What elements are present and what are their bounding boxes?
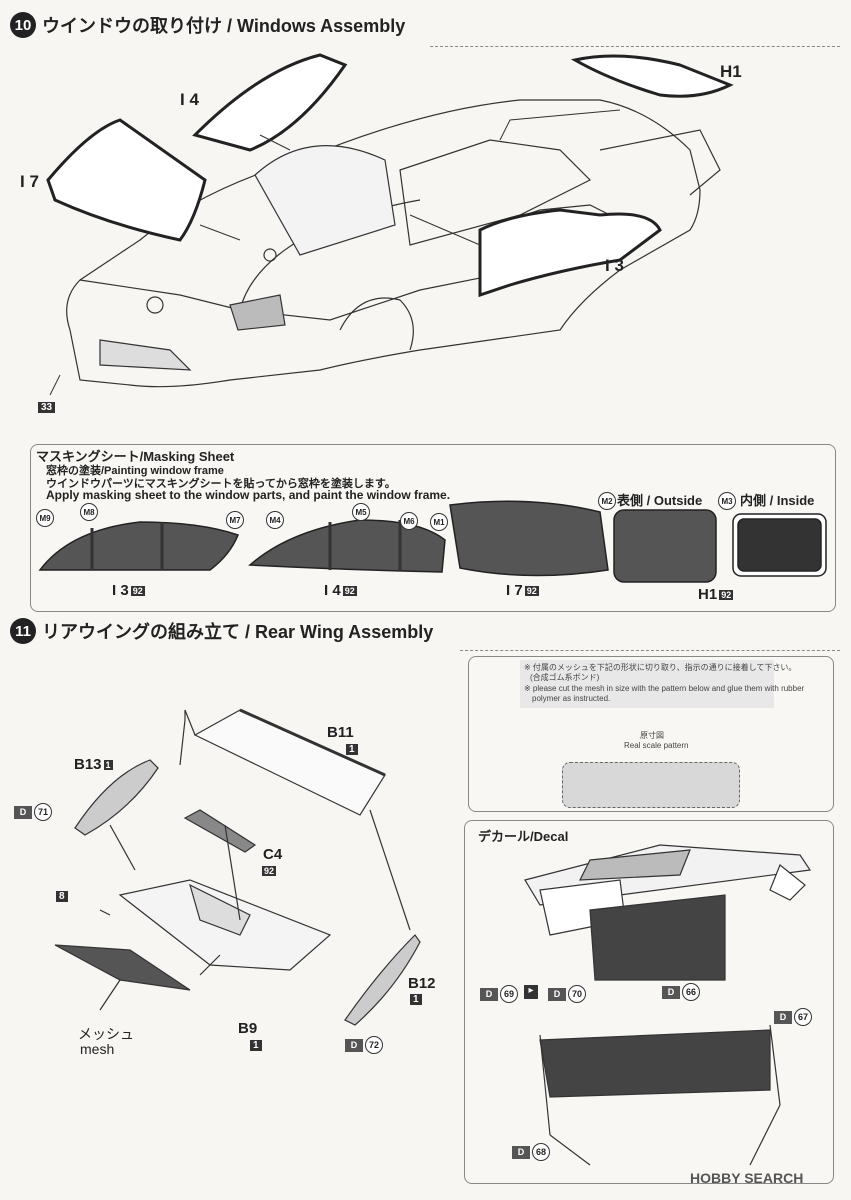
mask-tag-m8: M8 <box>80 503 98 521</box>
mesh-label-jp: メッシュ <box>78 1026 134 1042</box>
masking-shapes <box>38 500 827 583</box>
part-b9-count: 1 <box>250 1040 262 1051</box>
decal-title: デカール/Decal <box>478 829 569 844</box>
step11-divider <box>460 650 840 651</box>
mesh-pattern <box>562 762 740 808</box>
part-c4: C4 <box>263 846 283 863</box>
mask-tag-m7: M7 <box>226 511 244 529</box>
step11-title: リアウイングの組み立て / Rear Wing Assembly <box>42 622 434 642</box>
decal-pair-icon: ▸ <box>524 985 538 999</box>
part-label-h1: H1 <box>720 62 742 81</box>
step10-title: ウインドウの取り付け / Windows Assembly <box>42 16 406 36</box>
part-c4-count: 92 <box>262 866 277 876</box>
mask-tag-m6: M6 <box>400 512 418 530</box>
masking-sheet-title: マスキングシート/Masking Sheet <box>36 449 235 464</box>
part-label-i4: I 4 <box>180 90 199 109</box>
mask-tag-m9: M9 <box>36 509 54 527</box>
decal-wing-drawing <box>524 844 812 1166</box>
mask-tag-m5: M5 <box>352 503 370 521</box>
step10-number: 10 <box>10 12 36 38</box>
step11-number: 11 <box>10 618 36 644</box>
part-b9: B9 <box>238 1020 258 1037</box>
part-label-i7: I 7 <box>20 172 39 191</box>
part-8: 8 <box>56 891 68 902</box>
masking-line2: ウインドウパーツにマスキングシートを貼ってから窓枠を塗装します。 <box>46 478 396 490</box>
watermark: HOBBY SEARCH <box>690 1170 804 1186</box>
mesh-label-en: mesh <box>80 1041 115 1057</box>
note-line3: ※ please cut the mesh in size with the p… <box>524 684 805 693</box>
mesh-note-text-bg <box>520 660 774 708</box>
car-body-drawing <box>46 53 734 396</box>
part-label-i3: I 3 <box>605 256 624 275</box>
part-b11-count: 1 <box>346 744 358 755</box>
inside-label: 内側 / Inside <box>740 493 815 508</box>
note-line4: polymer as instructed. <box>532 694 611 703</box>
outside-label: 表側 / Outside <box>617 493 703 508</box>
part-b12: B12 <box>408 975 436 992</box>
masking-line3: Apply masking sheet to the window parts,… <box>46 488 451 502</box>
step10-divider <box>430 46 840 47</box>
note-line1: ※ 付属のメッシュを下記の形状に切り取り、指示の通りに接着して下さい。 <box>524 663 797 672</box>
note-line2: (合成ゴム系ボンド) <box>530 673 600 682</box>
mask-tag-m1: M1 <box>430 513 448 531</box>
part-b12-count: 1 <box>410 994 422 1005</box>
rear-wing-drawing <box>54 708 421 1026</box>
part-label-33: 33 <box>38 402 56 413</box>
mask-tag-m3: M3 <box>718 492 736 510</box>
part-b11: B11 <box>327 724 354 741</box>
step11-header: 11 リアウイングの組み立て / Rear Wing Assembly <box>10 618 433 644</box>
mask-tag-m2: M2 <box>598 492 616 510</box>
scale-label-en: Real scale pattern <box>624 741 689 750</box>
masking-line1: 窓枠の塗装/Painting window frame <box>46 465 224 477</box>
scale-label-jp: 原寸図 <box>640 731 664 740</box>
step10-header: 10 ウインドウの取り付け / Windows Assembly <box>10 12 405 38</box>
mask-tag-m4: M4 <box>266 511 284 529</box>
